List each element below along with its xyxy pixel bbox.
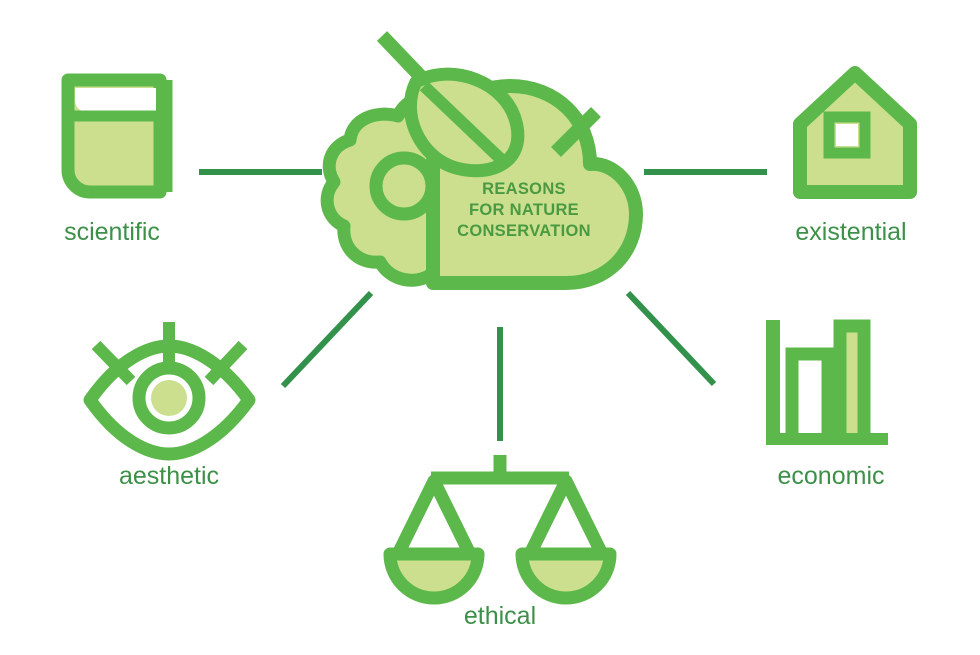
node-label-economic: economic: [778, 462, 885, 490]
bar-chart-bar-right: [833, 319, 871, 433]
eye-lash-left: [91, 340, 136, 386]
eye-iris: [132, 361, 206, 435]
node-label-existential: existential: [795, 218, 906, 246]
house-window-frame: [823, 111, 871, 159]
center-node[interactable]: REASONS FOR NATURE CONSERVATION: [320, 31, 643, 290]
center-title-line-3: CONSERVATION: [457, 222, 591, 240]
node-economic[interactable]: economic: [766, 319, 888, 490]
bar-chart-bar-middle: [785, 347, 835, 433]
node-existential[interactable]: existential: [793, 66, 917, 246]
center-title-line-2: FOR NATURE: [469, 201, 579, 219]
bar-chart-baseline: [766, 433, 888, 445]
node-aesthetic[interactable]: aesthetic: [83, 322, 256, 490]
scales-left-pan: [383, 547, 485, 605]
eye-icon: [83, 339, 256, 461]
node-label-scientific: scientific: [64, 218, 160, 246]
scales-left-support: [391, 474, 477, 561]
eye-pupil: [151, 380, 187, 416]
node-label-aesthetic: aesthetic: [119, 462, 219, 490]
leaf-midrib-line: [419, 81, 513, 171]
node-label-ethical: ethical: [464, 602, 536, 630]
node-scientific[interactable]: scientific: [61, 73, 173, 246]
book-page-band: [75, 88, 156, 112]
connector-center-to-economic: [625, 290, 717, 387]
connector-lines: [199, 169, 767, 441]
scales-right-pan: [515, 547, 617, 605]
scales-right-support: [523, 474, 609, 561]
eye-lash-right: [204, 340, 248, 386]
connector-center-to-aesthetic: [280, 290, 374, 389]
node-ethical[interactable]: ethical: [383, 455, 617, 630]
leaf-stem-line: [376, 31, 430, 85]
house-window-pane: [836, 124, 858, 146]
bar-chart-axis-bar: [766, 320, 780, 445]
twig-line: [551, 107, 601, 157]
center-title-line-1: REASONS: [482, 180, 566, 198]
